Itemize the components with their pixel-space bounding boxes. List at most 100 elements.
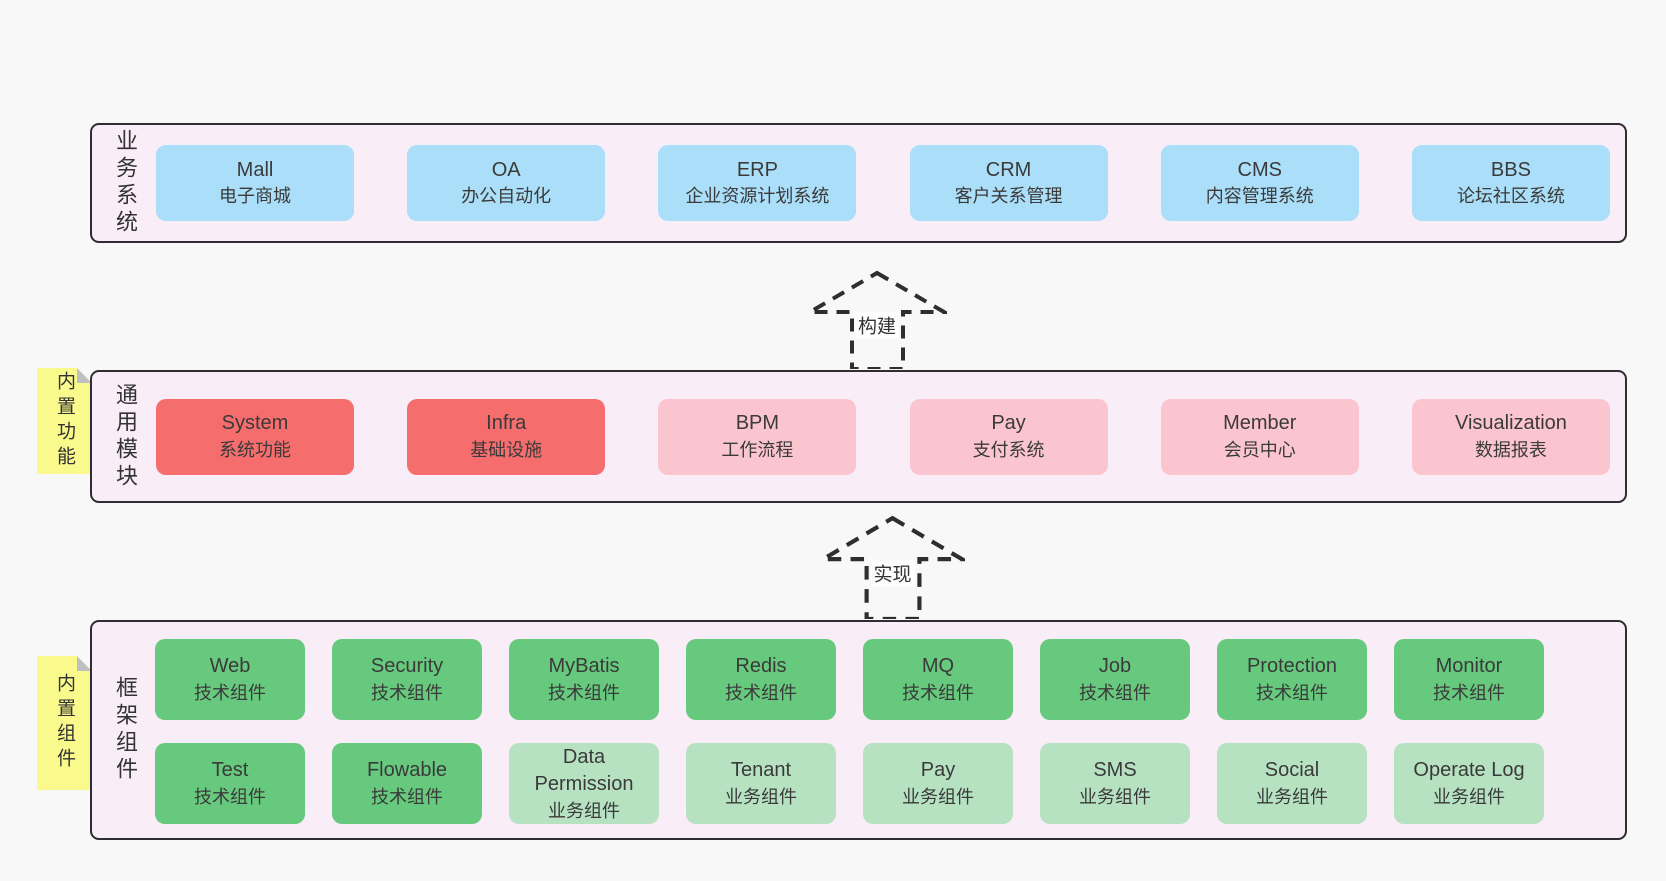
sticky-note-label: 内置组件 — [54, 673, 75, 773]
system-box-cms: CMS 内容管理系统 — [1160, 145, 1359, 221]
box-subtitle: 技术组件 — [548, 682, 620, 703]
box-subtitle: 业务组件 — [902, 786, 974, 807]
business-systems-box-row: Mall 电子商城 OA 办公自动化 ERP 企业资源计划系统 CRM 客户关系管理 CMS 内容… — [156, 125, 1610, 241]
box-subtitle: 技术组件 — [1433, 682, 1505, 703]
system-box-mall: Mall 电子商城 — [156, 145, 354, 221]
box-subtitle: 技术组件 — [1256, 682, 1328, 703]
module-box-visualization: Visualization 数据报表 — [1411, 398, 1610, 475]
box-title: Monitor — [1435, 655, 1503, 678]
box-subtitle: 工作流程 — [721, 439, 794, 460]
component-box-mq: MQ 技术组件 — [863, 639, 1013, 720]
box-title: Redis — [735, 655, 787, 678]
system-box-crm: CRM 客户关系管理 — [909, 145, 1108, 221]
component-box-social: Social 业务组件 — [1217, 743, 1367, 824]
arrow-build-label: 构建 — [854, 311, 900, 339]
box-title: Tenant — [730, 759, 792, 782]
box-subtitle: 技术组件 — [371, 682, 443, 703]
box-title: Test — [211, 759, 249, 782]
box-title: OA — [491, 158, 521, 181]
sticky-note-built-in-functions: 内置功能 — [37, 368, 92, 474]
component-box-data-permission: Data Permission 业务组件 — [509, 743, 659, 824]
component-box-test: Test 技术组件 — [155, 743, 305, 824]
box-subtitle: 论坛社区系统 — [1456, 186, 1565, 207]
component-box-monitor: Monitor 技术组件 — [1394, 639, 1544, 720]
box-title: Social — [1264, 759, 1320, 782]
box-title: Job — [1098, 655, 1132, 678]
box-subtitle: 业务组件 — [548, 800, 620, 821]
box-subtitle: 业务组件 — [725, 786, 797, 807]
module-box-infra: Infra 基础设施 — [407, 398, 606, 475]
system-box-erp: ERP 企业资源计划系统 — [658, 145, 857, 221]
box-subtitle: 技术组件 — [1079, 682, 1151, 703]
box-title: MQ — [921, 655, 955, 678]
module-box-system: System 系统功能 — [156, 398, 354, 475]
box-title: Pay — [991, 412, 1026, 435]
component-box-job: Job 技术组件 — [1040, 639, 1190, 720]
component-box-flowable: Flowable 技术组件 — [332, 743, 482, 824]
box-subtitle: 业务组件 — [1079, 786, 1151, 807]
component-box-mybatis: MyBatis 技术组件 — [509, 639, 659, 720]
box-subtitle: 客户关系管理 — [954, 186, 1063, 207]
component-box-security: Security 技术组件 — [332, 639, 482, 720]
layer-business-systems: 业务系统 Mall 电子商城 OA 办公自动化 ERP 企业资源计划系统 CRM 客户关系管理… — [90, 123, 1627, 243]
box-subtitle: 业务组件 — [1433, 786, 1505, 807]
box-title: MyBatis — [548, 655, 620, 678]
component-box-pay: Pay 业务组件 — [863, 743, 1013, 824]
layer-common-modules-label: 通用模块 — [113, 382, 138, 491]
box-subtitle: 办公自动化 — [461, 186, 552, 207]
box-title: CMS — [1237, 158, 1282, 181]
system-box-bbs: BBS 论坛社区系统 — [1411, 145, 1610, 221]
box-subtitle: 电子商城 — [219, 186, 291, 207]
box-title: Web — [209, 655, 251, 678]
box-subtitle: 基础设施 — [470, 439, 543, 460]
box-subtitle: 会员中心 — [1223, 439, 1296, 460]
component-box-protection: Protection 技术组件 — [1217, 639, 1367, 720]
box-subtitle: 技术组件 — [194, 682, 266, 703]
box-title: Visualization — [1454, 412, 1567, 435]
box-subtitle: 技术组件 — [725, 682, 797, 703]
arrow-implement-label: 实现 — [870, 559, 915, 587]
box-subtitle: 支付系统 — [972, 439, 1045, 460]
component-box-operate-log: Operate Log 业务组件 — [1394, 743, 1544, 824]
box-title: Security — [370, 655, 444, 678]
component-box-redis: Redis 技术组件 — [686, 639, 836, 720]
box-title: BBS — [1490, 158, 1531, 181]
box-subtitle: 内容管理系统 — [1205, 186, 1314, 207]
arrow-implement: 实现 — [820, 515, 965, 619]
box-subtitle: 数据报表 — [1474, 439, 1547, 460]
box-title: Data Permission — [534, 745, 634, 796]
box-subtitle: 技术组件 — [194, 786, 266, 807]
box-subtitle: 技术组件 — [902, 682, 974, 703]
box-subtitle: 技术组件 — [371, 786, 443, 807]
box-title: Pay — [920, 759, 956, 782]
arrow-build: 构建 — [807, 270, 947, 369]
layer-business-systems-label: 业务系统 — [113, 129, 138, 237]
layer-framework-components-label: 框架组件 — [113, 676, 138, 784]
system-box-oa: OA 办公自动化 — [407, 145, 606, 221]
module-box-bpm: BPM 工作流程 — [658, 398, 857, 475]
component-box-tenant: Tenant 业务组件 — [686, 743, 836, 824]
box-title: ERP — [736, 158, 778, 181]
box-subtitle: 系统功能 — [219, 439, 291, 460]
sticky-note-label: 内置功能 — [54, 371, 75, 471]
box-title: BPM — [735, 412, 780, 435]
box-subtitle: 业务组件 — [1256, 786, 1328, 807]
box-title: Flowable — [366, 759, 448, 782]
box-subtitle: 企业资源计划系统 — [685, 186, 830, 207]
component-box-web: Web 技术组件 — [155, 639, 305, 720]
layer-common-modules: 通用模块 System 系统功能 Infra 基础设施 BPM 工作流程 Pay 支付系统 Me… — [90, 370, 1627, 503]
box-title: Operate Log — [1413, 759, 1525, 782]
module-box-pay: Pay 支付系统 — [909, 398, 1108, 475]
sticky-note-built-in-components: 内置组件 — [37, 656, 92, 790]
box-title: Infra — [486, 412, 527, 435]
box-title: System — [221, 412, 289, 435]
box-title: Protection — [1246, 655, 1338, 678]
box-title: Mall — [236, 158, 274, 181]
box-title: CRM — [985, 158, 1032, 181]
